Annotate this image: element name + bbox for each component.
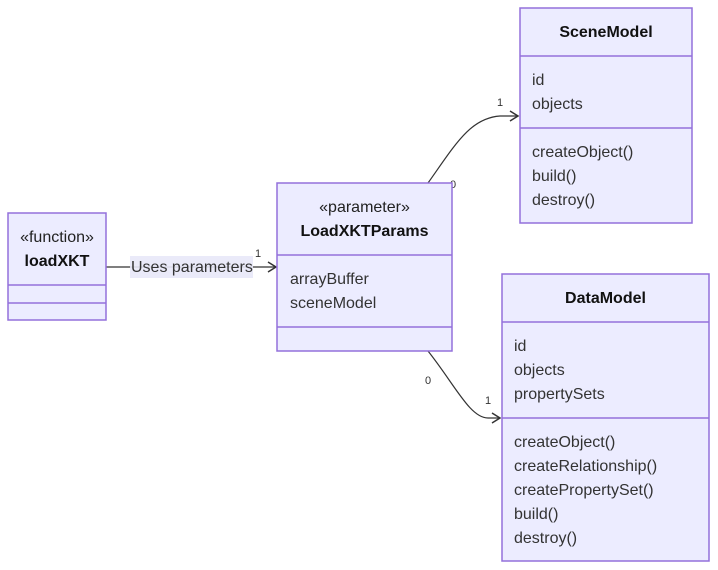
datamodel-method: createPropertySet() — [514, 482, 654, 499]
datamodel-attribute: objects — [514, 362, 565, 379]
scene-source-multiplicity: 0 — [450, 179, 456, 191]
loadxkt-stereotype: «function» — [20, 229, 94, 246]
edge-uses-arrowhead — [267, 261, 278, 273]
edge-uses-label: Uses parameters — [131, 259, 253, 276]
params-attribute: arrayBuffer — [290, 271, 370, 288]
class-loadxktparams: «parameter» LoadXKTParams arrayBuffer sc… — [276, 182, 453, 352]
params-frame — [276, 182, 453, 352]
scenemodel-name: SceneModel — [559, 24, 652, 41]
scenemodel-frame — [519, 7, 693, 224]
datamodel-name: DataModel — [565, 290, 646, 307]
class-scenemodel: SceneModel id objects createObject() bui… — [519, 7, 693, 224]
loadxkt-frame — [7, 212, 107, 321]
data-target-multiplicity: 1 — [485, 395, 491, 407]
params-attribute: sceneModel — [290, 295, 376, 312]
uses-target-multiplicity: 1 — [255, 248, 261, 260]
edge-params-to-scenemodel: 0 1 — [427, 97, 520, 191]
edge-scene-arrowhead — [509, 110, 520, 122]
data-source-multiplicity: 0 — [425, 375, 431, 387]
edge-uses-label-bg — [130, 256, 253, 278]
scenemodel-attribute: objects — [532, 96, 583, 113]
datamodel-method: createObject() — [514, 434, 615, 451]
scene-target-multiplicity: 1 — [497, 97, 503, 109]
datamodel-attribute: propertySets — [514, 386, 605, 403]
datamodel-attribute: id — [514, 338, 526, 355]
class-datamodel: DataModel id objects propertySets create… — [501, 273, 710, 562]
edge-data-line — [427, 350, 500, 419]
params-stereotype: «parameter» — [319, 199, 410, 216]
scenemodel-method: destroy() — [532, 192, 595, 209]
edge-data-arrowhead — [491, 412, 502, 424]
scenemodel-attribute: id — [532, 72, 544, 89]
edge-scene-line — [427, 115, 518, 184]
edge-uses-parameters: Uses parameters 1 — [106, 248, 278, 278]
datamodel-method: createRelationship() — [514, 458, 657, 475]
scenemodel-method: createObject() — [532, 144, 633, 161]
class-loadxkt: «function» loadXKT — [7, 212, 107, 321]
datamodel-method: build() — [514, 506, 558, 523]
loadxkt-name: loadXKT — [25, 253, 90, 270]
params-name: LoadXKTParams — [300, 223, 428, 240]
scenemodel-method: build() — [532, 168, 576, 185]
edge-params-to-datamodel: 0 1 — [425, 350, 502, 424]
datamodel-method: destroy() — [514, 530, 577, 547]
